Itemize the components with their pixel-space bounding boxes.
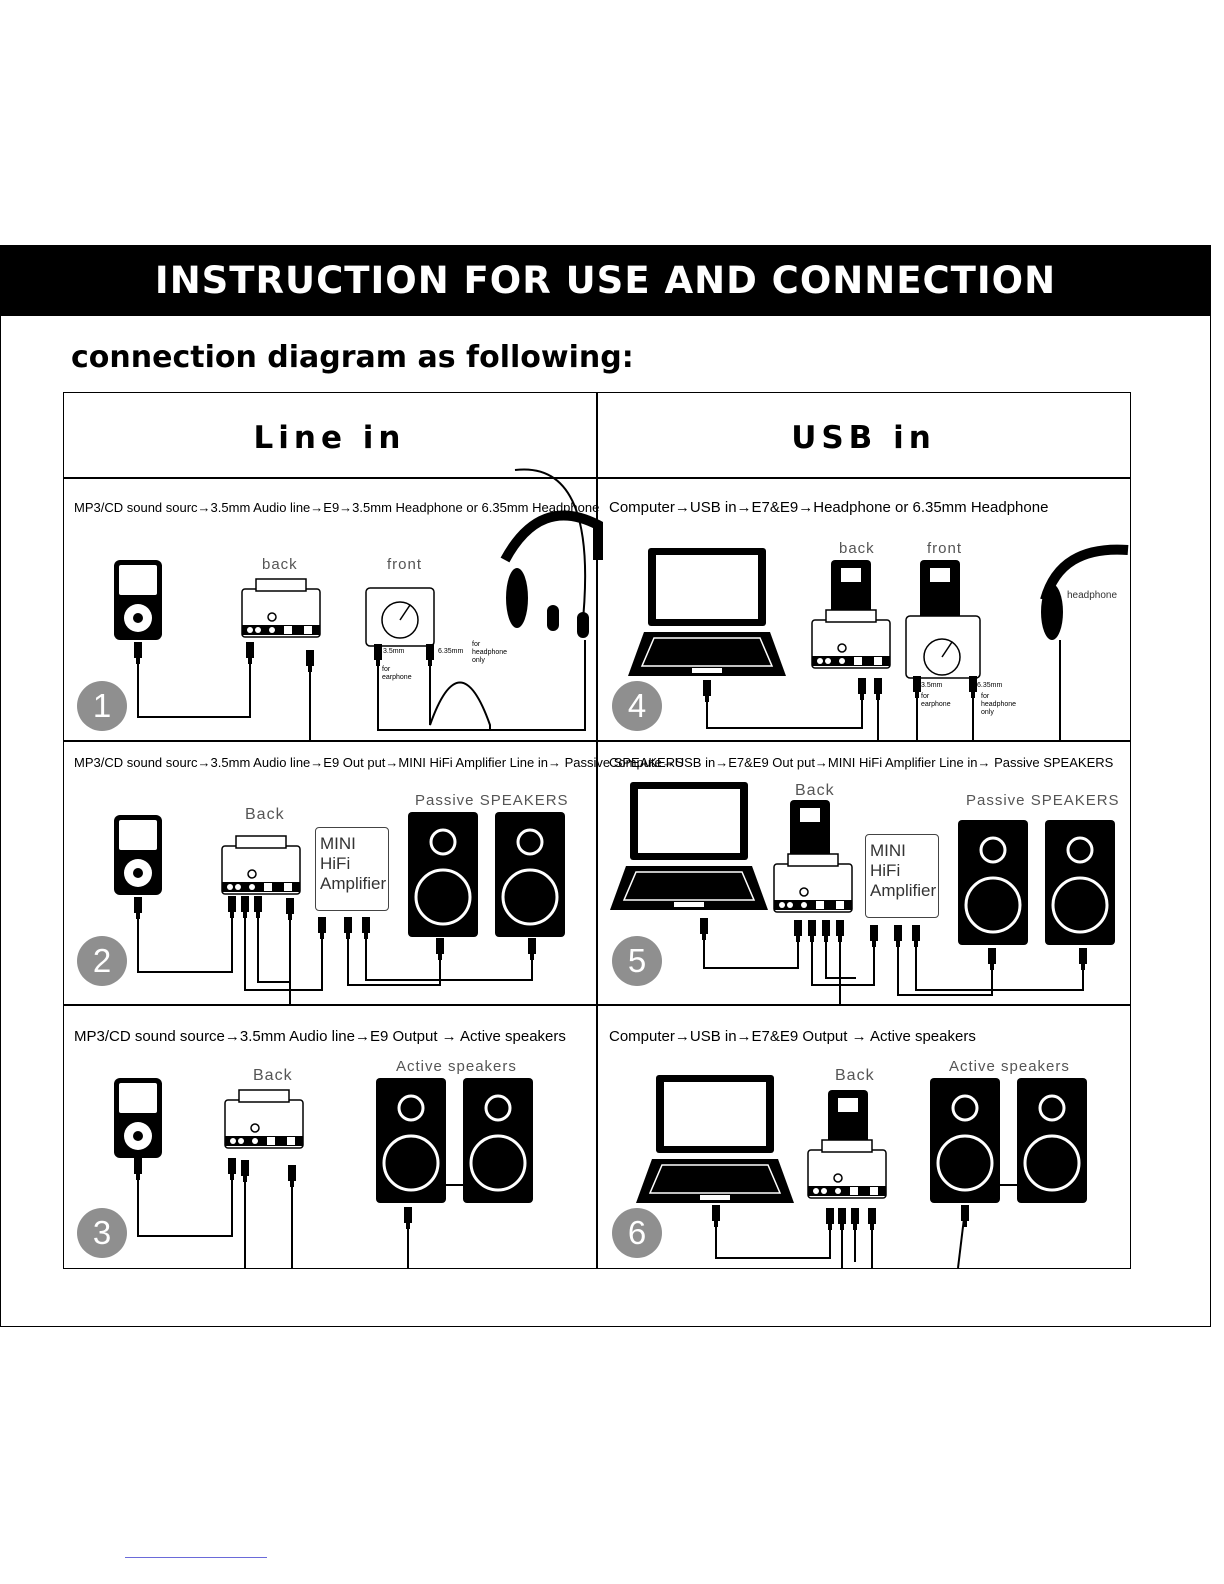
panel-5-amplifier: MINI HiFi Amplifier <box>865 834 939 918</box>
panel-2-amp-line2: Amplifier <box>320 874 387 893</box>
panel-1-caption: MP3/CD sound sourc→3.5mm Audio line→E9→3… <box>74 500 600 515</box>
panel-1-back-label: back <box>262 556 298 573</box>
panel-2-back-label: Back <box>245 806 285 823</box>
grid-divider-header <box>63 477 1131 479</box>
panel-3-caption: MP3/CD sound source→3.5mm Audio line→E9 … <box>74 1028 566 1045</box>
panel-4-size-large: 6.35mm <box>977 682 1003 689</box>
panel-4-number-badge: 4 <box>612 681 662 731</box>
panel-6-speakers-label: Active speakers <box>949 1058 1070 1075</box>
panel-4-back-label: back <box>839 540 875 557</box>
panel-3-speakers-label: Active speakers <box>396 1058 517 1075</box>
laptop-icon <box>628 548 786 676</box>
grid-divider-row2 <box>63 1004 1131 1006</box>
panel-4-headphone-label: headphone <box>1067 590 1118 601</box>
panel-5-caption: Compute→USB in→E7&E9 Out put→MINI HiFi A… <box>609 755 1114 770</box>
panel-5-amp-line2: Amplifier <box>870 881 937 900</box>
panel-5-speakers-label: Passive SPEAKERS <box>966 792 1120 809</box>
panel-6-caption: Computer→USB in→E7&E9 Output → Active sp… <box>609 1028 976 1045</box>
column-header-line-in: Line in <box>253 420 406 456</box>
panel-6-number-badge: 6 <box>612 1208 662 1258</box>
earphone-icon <box>547 605 591 639</box>
panel-1-number-badge: 1 <box>77 681 127 731</box>
panel-6-back-label: Back <box>835 1067 875 1084</box>
panel-5-number-badge: 5 <box>612 936 662 986</box>
panel-2-speakers-label: Passive SPEAKERS <box>415 792 569 809</box>
panel-1-for-headphone: for headphone only <box>472 641 508 664</box>
panel-4-front-label: front <box>927 540 963 557</box>
panel-5-back-label: Back <box>795 782 835 799</box>
panel-5-amp-line1: MINI HiFi <box>870 841 906 880</box>
panel-2-amp-line1: MINI HiFi <box>320 834 356 873</box>
subtitle: connection diagram as following: <box>71 340 634 375</box>
page-banner: INSTRUCTION FOR USE AND CONNECTION <box>0 245 1211 316</box>
panel-4-caption: Computer→USB in→E7&E9→Headphone or 6.35m… <box>609 499 1049 516</box>
panel-2-amplifier: MINI HiFi Amplifier <box>315 827 389 911</box>
grid-divider-row1 <box>63 740 1131 742</box>
panel-1-front-label: front <box>387 556 423 573</box>
panel-1-for-earphone: for earphone <box>382 666 412 681</box>
panel-3-number-badge: 3 <box>77 1208 127 1258</box>
panel-4-size-small: 3.5mm <box>921 682 943 689</box>
panel-1-size-small: 3.5mm <box>383 648 405 655</box>
panel-3-back-label: Back <box>253 1067 293 1084</box>
panel-2-number-badge: 2 <box>77 936 127 986</box>
panel-4-for-earphone: for earphone <box>921 693 951 708</box>
speaker-icon <box>408 812 565 937</box>
panel-1-size-large: 6.35mm <box>438 648 464 655</box>
grid-divider-vertical <box>596 392 598 1269</box>
footer-link-underline <box>125 1557 267 1558</box>
panel-2-caption: MP3/CD sound sourc→3.5mm Audio line→E9 O… <box>74 755 684 770</box>
column-header-usb-in: USB in <box>791 420 936 456</box>
mp3-player-icon <box>114 560 162 640</box>
panel-4-for-headphone: for headphone only <box>981 693 1017 716</box>
